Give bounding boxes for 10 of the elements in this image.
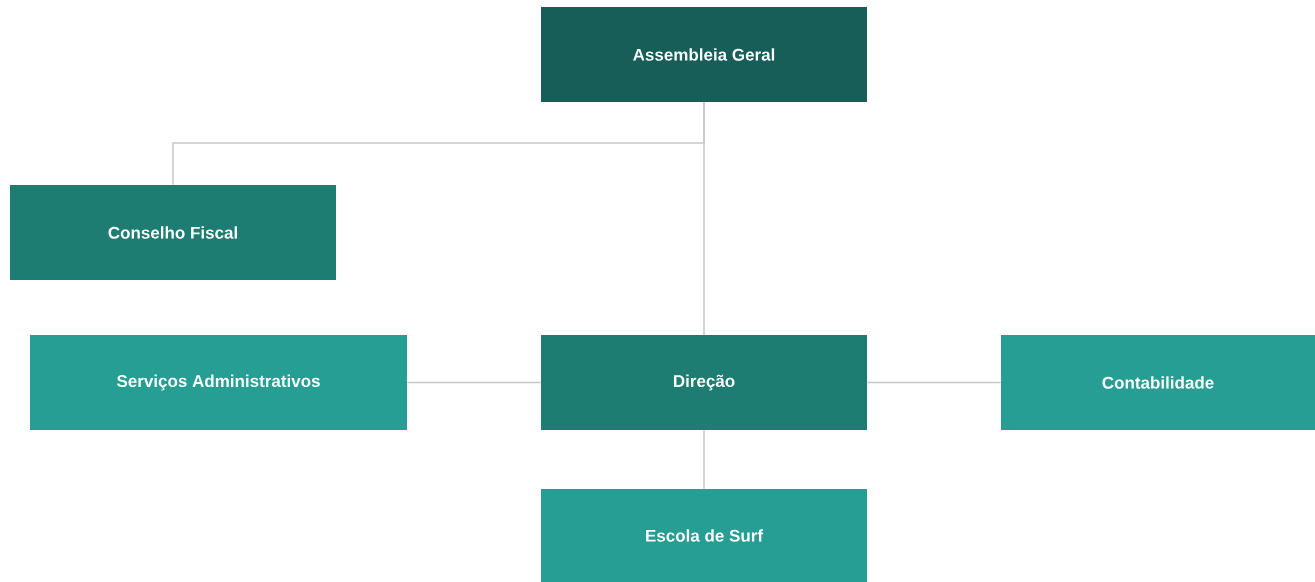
connector-line (703, 101, 705, 336)
org-box: Conselho Fiscal (10, 185, 336, 280)
connector-line (406, 381, 542, 384)
connector-line (866, 381, 1002, 384)
org-box: Serviços Administrativos (30, 335, 407, 430)
org-box: Direção (541, 335, 867, 430)
org-box: Escola de Surf (541, 489, 867, 582)
org-box: Assembleia Geral (541, 7, 867, 102)
org-box: Contabilidade (1001, 335, 1315, 430)
connector-line (703, 429, 705, 490)
